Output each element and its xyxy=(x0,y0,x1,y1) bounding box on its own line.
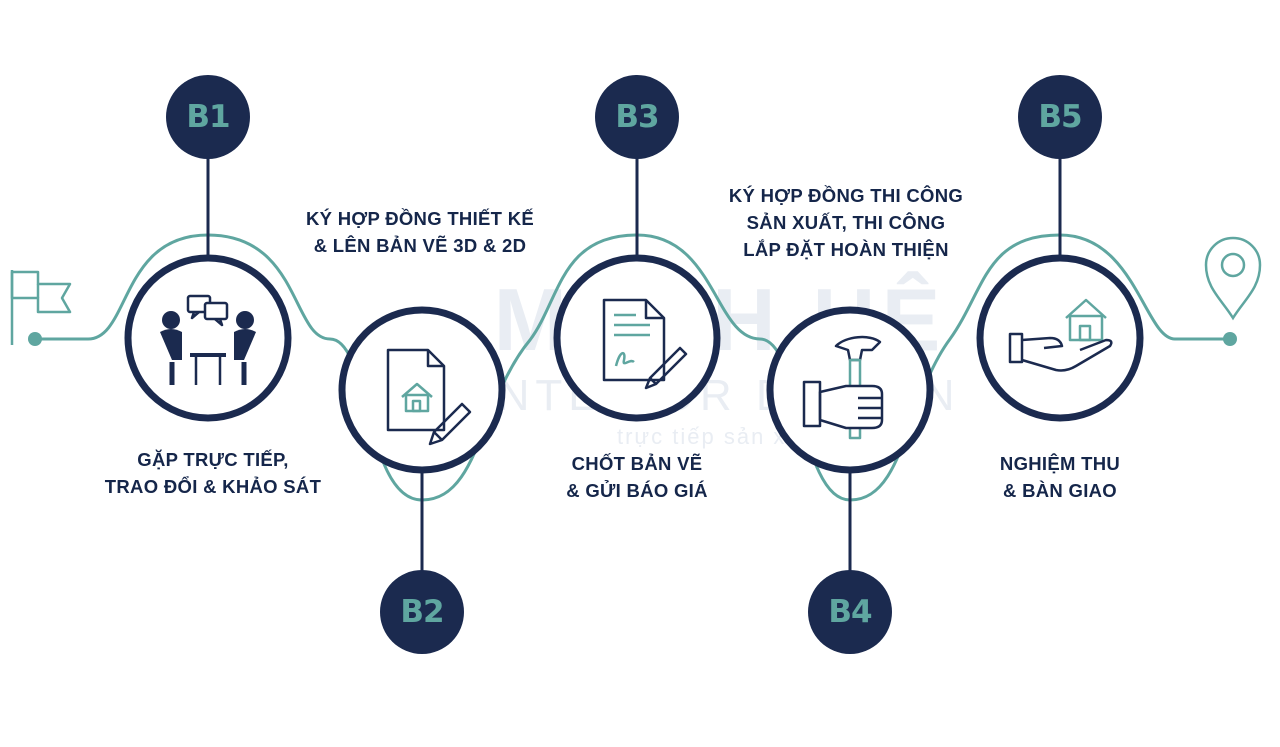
step-b3-line-1: CHỐT BẢN VẼ xyxy=(571,453,703,474)
step-badge-b5: B5 xyxy=(1018,75,1102,159)
step-b5-line-2: & BÀN GIAO xyxy=(1003,480,1117,501)
svg-text:B1: B1 xyxy=(186,99,229,135)
step-b4-line-2: SẢN XUẤT, THI CÔNG xyxy=(746,212,946,233)
step-circle-b2 xyxy=(338,306,506,474)
meeting-icon xyxy=(160,294,256,385)
flag-icon xyxy=(10,270,72,345)
step-badge-b3: B3 xyxy=(595,75,679,159)
step-b2-line-1: KÝ HỢP ĐỒNG THIẾT KẾ xyxy=(305,208,535,229)
start-dot xyxy=(28,332,42,346)
step-badge-b4: B4 xyxy=(808,570,892,654)
step-description-b4: KÝ HỢP ĐỒNG THI CÔNG SẢN XUẤT, THI CÔNG … xyxy=(706,182,986,263)
step-circle-b3 xyxy=(553,254,721,422)
location-pin-icon xyxy=(1204,236,1262,321)
step-description-b5: NGHIỆM THU & BÀN GIAO xyxy=(960,450,1160,504)
step-b2-line-2: & LÊN BẢN VẼ 3D & 2D xyxy=(313,235,527,256)
step-b5-line-1: NGHIỆM THU xyxy=(999,453,1121,474)
svg-text:B3: B3 xyxy=(615,99,658,135)
svg-text:B4: B4 xyxy=(828,594,872,630)
signed-contract-icon xyxy=(602,298,688,390)
step-circle-b1 xyxy=(124,254,292,422)
step-circle-b4 xyxy=(766,306,934,474)
step-b3-line-2: & GỬI BÁO GIÁ xyxy=(566,480,708,501)
design-document-icon xyxy=(386,348,472,446)
step-circle-b5 xyxy=(976,254,1144,422)
step-b4-line-1: KÝ HỢP ĐỒNG THI CÔNG xyxy=(728,185,964,206)
step-description-b2: KÝ HỢP ĐỒNG THIẾT KẾ & LÊN BẢN VẼ 3D & 2… xyxy=(280,205,560,259)
step-badge-b2: B2 xyxy=(380,570,464,654)
step-description-b3: CHỐT BẢN VẼ & GỬI BÁO GIÁ xyxy=(527,450,747,504)
hammer-hand-icon xyxy=(802,335,884,440)
house-handover-icon xyxy=(1008,298,1113,372)
step-description-b1: GẶP TRỰC TIẾP, TRAO ĐỔI & KHẢO SÁT xyxy=(88,446,338,500)
step-b1-line-2: TRAO ĐỔI & KHẢO SÁT xyxy=(104,476,322,497)
step-badge-b1: B1 xyxy=(166,75,250,159)
svg-text:B2: B2 xyxy=(400,594,443,630)
end-dot xyxy=(1223,332,1237,346)
svg-text:B5: B5 xyxy=(1038,99,1081,135)
step-b4-line-3: LẮP ĐẶT HOÀN THIỆN xyxy=(743,239,949,260)
step-b1-line-1: GẶP TRỰC TIẾP, xyxy=(137,449,289,470)
